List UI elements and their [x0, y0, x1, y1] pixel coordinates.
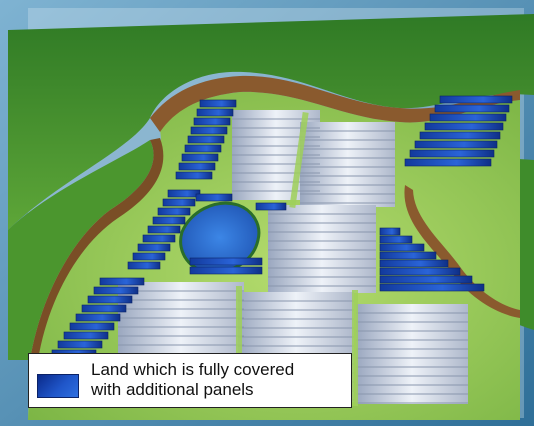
additional-panel-row — [152, 216, 186, 225]
additional-panel-row — [178, 162, 216, 171]
additional-panel-row — [93, 286, 139, 295]
additional-panel-row — [81, 304, 127, 313]
additional-panel-row — [137, 243, 171, 252]
additional-panel-row — [193, 117, 231, 126]
additional-panel-row — [414, 140, 498, 149]
additional-panel-row — [196, 108, 234, 117]
additional-panel-row — [379, 243, 425, 252]
additional-panel-row — [429, 113, 507, 122]
additional-panel-row — [75, 313, 121, 322]
additional-panel-row — [379, 267, 461, 276]
grass-bank-left — [8, 140, 154, 360]
legend-box: Land which is fully covered with additio… — [28, 353, 352, 408]
additional-panel-row — [87, 295, 133, 304]
additional-panel-row — [379, 227, 401, 236]
additional-panel-row — [409, 149, 495, 158]
additional-panel-row — [184, 144, 222, 153]
additional-panel-row — [142, 234, 176, 243]
additional-panel-row — [419, 131, 501, 140]
additional-panel-row — [157, 207, 191, 216]
additional-panel-row — [195, 193, 233, 202]
additional-panel-row — [162, 198, 196, 207]
additional-panel-row — [167, 189, 201, 198]
walkways — [236, 112, 358, 406]
additional-panel-row — [404, 158, 492, 167]
additional-panel-row — [439, 95, 513, 104]
additional-panel-row — [63, 331, 109, 340]
additional-panel-row — [132, 252, 166, 261]
existing-block-bottom-left — [118, 282, 244, 360]
additional-panel-row — [127, 261, 161, 270]
additional-panel-row — [189, 257, 263, 266]
pond — [179, 201, 261, 274]
additional-panel-row — [187, 135, 225, 144]
additional-panel-row — [379, 251, 437, 260]
additional-panel-row — [199, 99, 237, 108]
additional-panel-row — [434, 104, 510, 113]
additional-panel-row — [379, 275, 473, 284]
existing-block-mid-right — [268, 205, 376, 293]
dirt-bank-upper — [150, 75, 520, 132]
additional-panel-row — [147, 225, 181, 234]
existing-block-bottom-right — [356, 304, 468, 404]
additional-panel-row — [190, 126, 228, 135]
additional-panel-row — [175, 171, 213, 180]
additional-panel-row — [69, 322, 115, 331]
additional-panel-row — [181, 153, 219, 162]
additional-panel-row — [99, 277, 145, 286]
grass-hill-top — [8, 14, 534, 230]
additional-panel-row — [379, 283, 485, 292]
additional-panel-row — [57, 340, 103, 349]
legend-label: Land which is fully covered with additio… — [91, 359, 295, 399]
legend-swatch-additional-panels — [37, 374, 79, 398]
additional-panel-row — [379, 235, 413, 244]
additional-panel-row — [379, 259, 449, 268]
additional-panel-row — [189, 266, 263, 275]
additional-panel-row — [255, 202, 287, 211]
additional-panel-row — [424, 122, 504, 131]
